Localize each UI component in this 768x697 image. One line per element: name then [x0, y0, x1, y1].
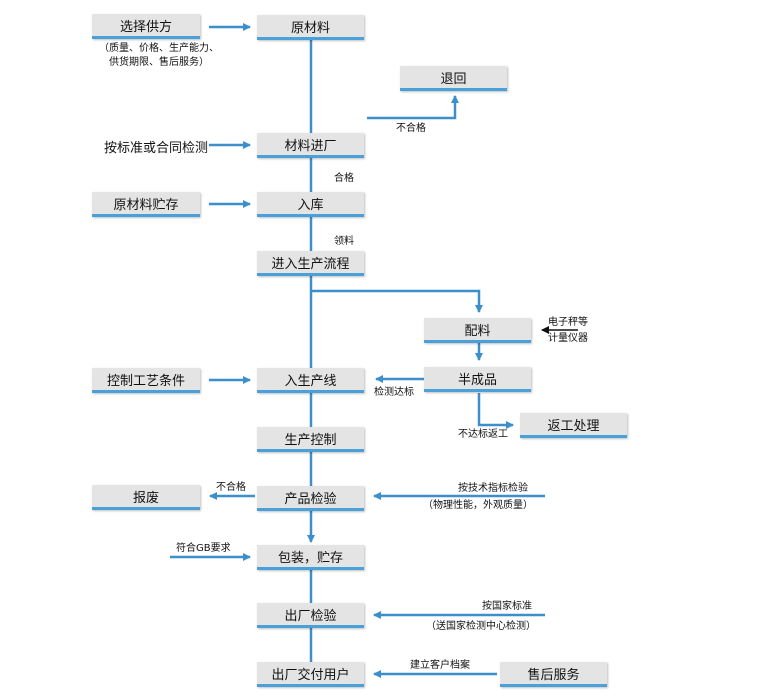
- arrow-branch: [311, 289, 483, 313]
- raw-storage-box: 原材料贮存: [92, 192, 200, 217]
- scale-label-line2: 计量仪器: [548, 333, 588, 344]
- unqualified-label-2: 不合格: [216, 482, 246, 493]
- rework-box: 返工处理: [520, 413, 627, 438]
- production-control-box: 生产控制: [257, 427, 364, 452]
- packaging-box: 包装，贮存: [257, 545, 364, 570]
- factory-inspection-box: 出厂检验: [257, 603, 364, 628]
- collect-material-label: 领料: [334, 236, 354, 247]
- control-process-box: 控制工艺条件: [92, 368, 200, 393]
- select-supplier-box: 选择供方: [92, 14, 200, 39]
- return-box: 退回: [400, 66, 507, 91]
- qualified-label: 合格: [334, 173, 354, 184]
- batching-box: 配料: [424, 318, 531, 343]
- raw-material-box: 原材料: [257, 15, 364, 40]
- product-inspection-box: 产品检验: [257, 486, 364, 511]
- into-line-box: 入生产线: [257, 368, 364, 393]
- warehouse-box: 入库: [257, 192, 364, 217]
- supplier-criteria-line1: （质量、价格、生产能力、: [99, 43, 219, 54]
- delivery-box: 出厂交付用户: [257, 662, 364, 687]
- material-entry-box: 材料进厂: [257, 133, 364, 158]
- enter-production-box: 进入生产流程: [257, 251, 364, 276]
- national-inspection-label: 按国家标准: [482, 601, 532, 612]
- semi-product-box: 半成品: [424, 367, 531, 392]
- arrow-return: [367, 95, 459, 120]
- tech-inspection-label: 按技术指标检验: [458, 483, 528, 494]
- national-inspection-sublabel: （送国家检测中心检测）: [426, 621, 536, 632]
- supplier-criteria-line2: 供货期限、售后服务）: [109, 57, 209, 68]
- scrap-box: 报废: [92, 485, 200, 510]
- not-pass-rework-label: 不达标返工: [458, 429, 508, 440]
- tech-inspection-sublabel: （物理性能，外观质量）: [423, 500, 533, 511]
- after-sales-box: 售后服务: [500, 662, 607, 687]
- customer-file-label: 建立客户档案: [410, 660, 470, 671]
- arrow-rework: [477, 393, 514, 429]
- gb-compliance-label: 符合GB要求: [176, 543, 231, 554]
- unqualified-label-1: 不合格: [396, 123, 426, 134]
- inspect-standard-label: 按标准或合同检测: [104, 141, 209, 156]
- scale-label-line1: 电子秤等: [548, 317, 588, 328]
- test-pass-label: 检测达标: [374, 387, 414, 398]
